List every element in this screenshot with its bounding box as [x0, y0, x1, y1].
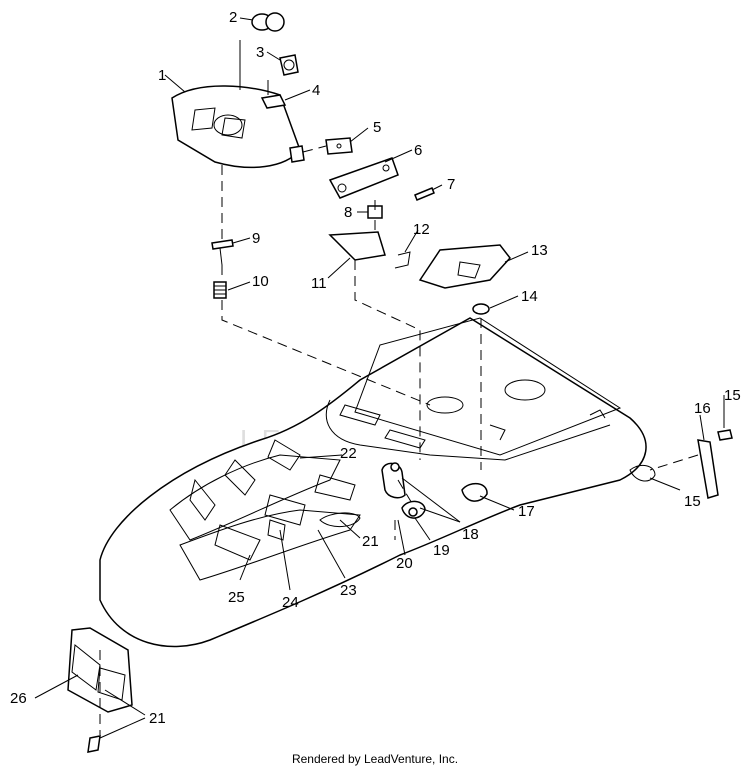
bracket-11 — [328, 231, 386, 261]
grommets-18-19-20 — [381, 462, 488, 519]
callout-20: 20 — [396, 555, 413, 572]
callout-12: 12 — [413, 221, 430, 238]
pad-5 — [325, 137, 353, 155]
callout-22: 22 — [340, 445, 357, 462]
callout-15-bottom: 15 — [684, 493, 701, 510]
callout-19: 19 — [433, 542, 450, 559]
bracket-6 — [328, 157, 399, 199]
callout-23: 23 — [340, 582, 357, 599]
render-credit: Rendered by LeadVenture, Inc. — [291, 752, 459, 766]
screw-15 — [717, 429, 733, 441]
bulb-2 — [251, 12, 285, 32]
callout-9: 9 — [252, 230, 260, 247]
callout-2: 2 — [229, 9, 237, 26]
screw-21-lower — [87, 735, 101, 753]
callout-7: 7 — [447, 176, 455, 193]
callout-10: 10 — [252, 273, 269, 290]
spring-10 — [213, 281, 227, 299]
callout-24: 24 — [282, 594, 299, 611]
cover-13 — [418, 244, 511, 289]
leader-lines — [34, 17, 725, 739]
grommet-14 — [472, 303, 490, 315]
callout-15-top: 15 — [724, 387, 741, 404]
callout-6: 6 — [414, 142, 422, 159]
screw-7 — [414, 187, 435, 201]
hood-body — [99, 317, 656, 648]
callout-4: 4 — [312, 82, 320, 99]
clip-12 — [394, 251, 411, 269]
bulb-socket-3 — [279, 54, 299, 76]
callout-14: 14 — [521, 288, 538, 305]
callout-8: 8 — [344, 204, 352, 221]
callout-1: 1 — [158, 67, 166, 84]
callout-11: 11 — [311, 275, 327, 292]
callout-5: 5 — [373, 119, 381, 136]
callout-13: 13 — [531, 242, 548, 259]
latch-16 — [697, 439, 719, 499]
pin-9 — [211, 239, 234, 266]
callout-16: 16 — [694, 400, 711, 417]
callout-labels: 1 2 3 4 5 6 7 8 9 10 11 12 13 14 15 15 1… — [10, 9, 741, 727]
switch-4 — [260, 94, 287, 109]
assembly-lines — [99, 40, 699, 735]
callout-25: 25 — [228, 589, 245, 606]
callout-17: 17 — [518, 503, 535, 520]
callout-3: 3 — [256, 44, 264, 61]
headlight-pod — [171, 85, 305, 169]
callout-18: 18 — [462, 526, 479, 543]
callout-21-light: 21 — [149, 710, 166, 727]
callout-21-hood: 21 — [362, 533, 379, 550]
callout-26: 26 — [10, 690, 27, 707]
